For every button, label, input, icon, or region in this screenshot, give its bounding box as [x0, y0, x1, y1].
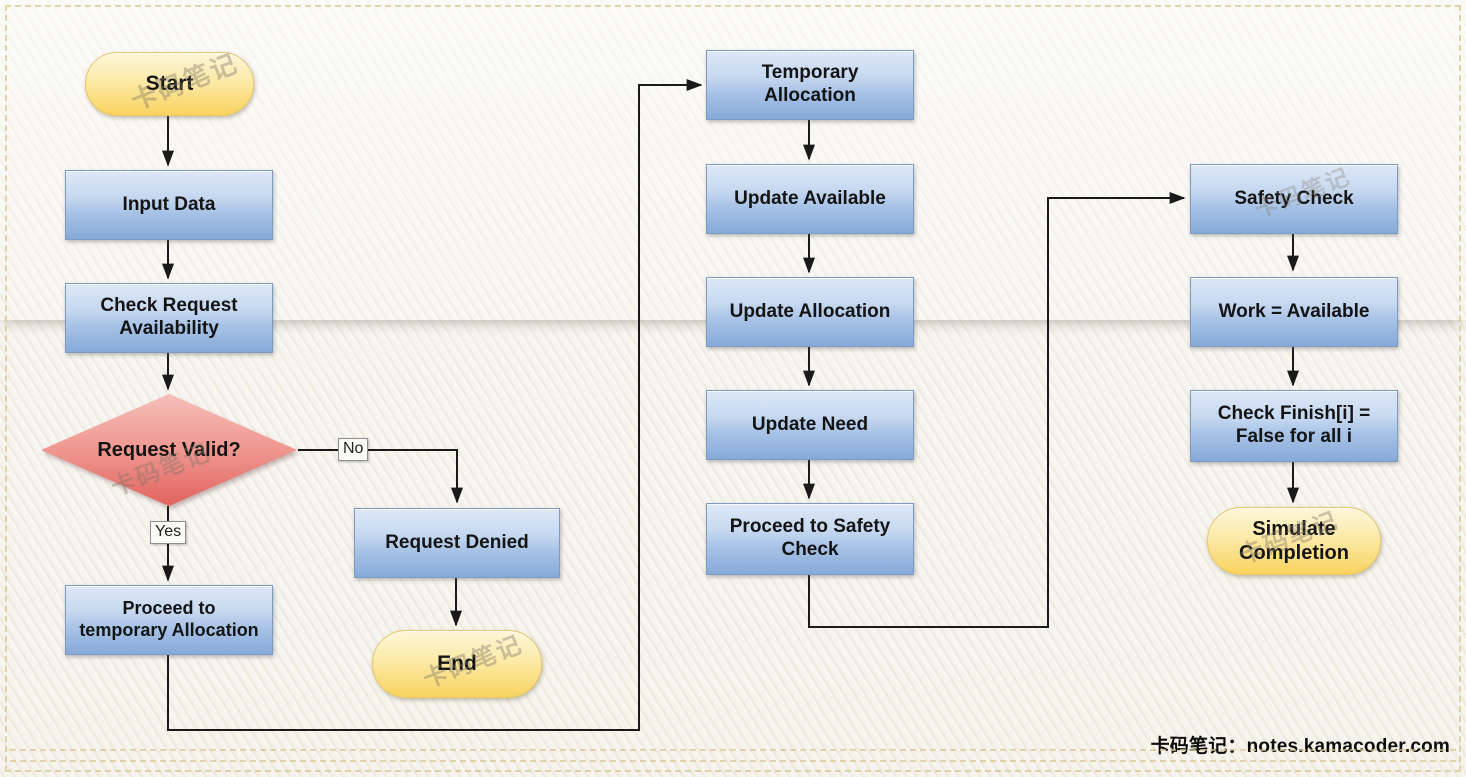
bottom-dashed-line: [10, 760, 1456, 762]
edge-label-yes: Yes: [150, 521, 187, 545]
node-work-equals-available: Work = Available: [1190, 277, 1398, 347]
footer-brand-url: 卡码笔记：notes.kamacoder.com: [1150, 736, 1450, 757]
node-check-request-availability: Check Request Availability: [65, 283, 273, 353]
node-proceed-to-safety-check: Proceed to Safety Check: [706, 503, 914, 575]
bottom-dashed-line: [10, 749, 1456, 751]
node-update-need: Update Need: [706, 390, 914, 460]
node-check-finish: Check Finish[i] = False for all i: [1190, 390, 1398, 462]
node-end: End: [372, 630, 542, 698]
node-request-denied: Request Denied: [354, 508, 560, 578]
node-simulate-completion: Simulate Completion: [1207, 507, 1381, 575]
node-input-data: Input Data: [65, 170, 273, 240]
node-proceed-temporary-allocation: Proceed to temporary Allocation: [65, 585, 273, 655]
node-update-available: Update Available: [706, 164, 914, 234]
edge-label-no: No: [338, 438, 369, 462]
edge-decision-no-denied: [298, 449, 463, 504]
node-start: Start: [85, 52, 254, 116]
node-request-valid-decision: Request Valid?: [41, 394, 297, 506]
node-update-allocation: Update Allocation: [706, 277, 914, 347]
node-safety-check: Safety Check: [1190, 164, 1398, 234]
node-temporary-allocation: Temporary Allocation: [706, 50, 914, 120]
